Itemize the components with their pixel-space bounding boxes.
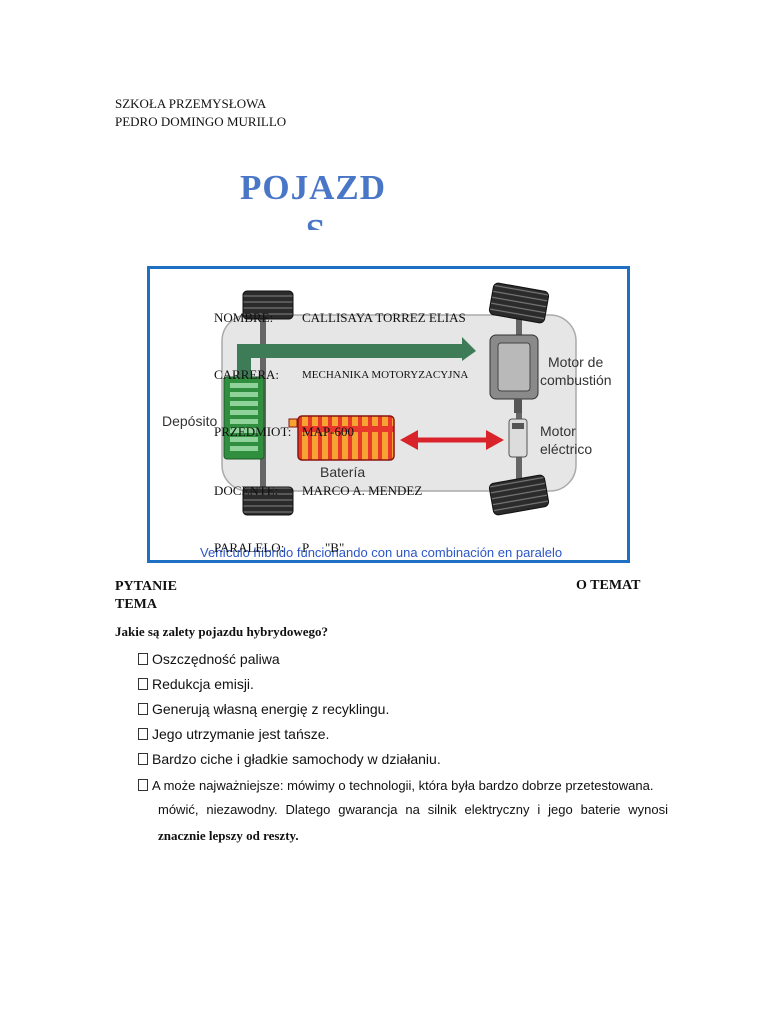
long-line-2: mówić, niezawodny. Dlatego gwarancja na … — [158, 802, 668, 817]
long-line-3: znacznie lepszy od reszty. — [158, 828, 299, 843]
wheel-front-bottom — [488, 474, 550, 516]
predmiot-value: MAP-600 — [302, 424, 355, 439]
heading-left: PYTANIE TEMA — [115, 578, 177, 614]
label-motor-electric-1: Motor — [540, 423, 576, 439]
list-item: Jego utrzymanie jest tańsze. — [138, 724, 670, 749]
page-title: POJAZD S — [240, 166, 390, 230]
advantage-text: Oszczędność paliwa — [152, 651, 280, 667]
wheel-rear-bottom — [242, 486, 294, 516]
question: Jakie są zalety pojazdu hybrydowego? — [115, 624, 329, 639]
label-bateria: Batería — [320, 464, 365, 480]
battery — [297, 415, 395, 461]
list-item: Redukcja emisji. — [138, 674, 670, 699]
paralelo-label: PARALELO: — [214, 540, 285, 555]
advantage-text: Jego utrzymanie jest tańsze. — [152, 726, 330, 742]
list-item: Bardzo ciche i gładkie samochody w dział… — [138, 749, 670, 774]
checkbox-icon — [138, 678, 148, 690]
carrera-value: MECHANIKA MOTORYZACYJNA — [302, 369, 469, 381]
predmiot-label: PRZEDMIOT: — [214, 424, 292, 439]
checkbox-icon — [138, 753, 148, 765]
diagram-svg: Depósito Motor de combustión Motor eléct… — [162, 282, 612, 560]
school-line-1: SZKOŁA PRZEMYSŁOWA — [115, 96, 267, 111]
label-motor-electric-2: eléctrico — [540, 441, 592, 457]
checkbox-icon — [138, 728, 148, 740]
nombre-value: CALLISAYA TORREZ ELIAS — [302, 310, 466, 325]
list-item: Oszczędność paliwa — [138, 649, 670, 674]
checkbox-icon — [138, 653, 148, 665]
carrera-label: CARRERA: — [214, 367, 280, 382]
checkbox-icon — [138, 779, 148, 791]
school-line-2: PEDRO DOMINGO MURILLO — [115, 114, 287, 129]
checkbox-icon — [138, 703, 148, 715]
label-motor-combustion-1: Motor de — [548, 354, 603, 370]
long-line-1: A może najważniejsze: mówimy o technolog… — [152, 778, 654, 793]
fuel-flow-arrow — [237, 344, 462, 377]
label-deposito: Depósito — [162, 413, 217, 429]
school-name: SZKOŁA PRZEMYSŁOWA PEDRO DOMINGO MURILLO — [115, 95, 286, 131]
heading-pytanie: PYTANIE — [115, 579, 177, 594]
nombre-label: NOMBRE: — [214, 310, 274, 325]
docente-label: DOCENTE: — [214, 483, 279, 498]
title-line-1: POJAZD — [240, 168, 386, 207]
advantage-text: Generują własną energię z recyklingu. — [152, 701, 390, 717]
wheel-rear-top — [242, 290, 294, 320]
heading-tema: TEMA — [115, 597, 157, 612]
advantage-text: Redukcja emisji. — [152, 676, 254, 692]
advantage-text: Bardzo ciche i gładkie samochody w dział… — [152, 751, 441, 767]
list-item: Generują własną energię z recyklingu. — [138, 699, 670, 724]
figure-caption: Vehículo híbrido funcionando con una com… — [200, 545, 562, 560]
paralelo-value: P "B" — [302, 540, 345, 555]
docente-value: MARCO A. MENDEZ — [302, 483, 423, 498]
heading-o-temat: O TEMAT — [576, 578, 641, 593]
hybrid-vehicle-diagram: Depósito Motor de combustión Motor eléct… — [147, 266, 630, 563]
title-line-2: S — [240, 210, 390, 230]
advantages-list: Oszczędność paliwa Redukcja emisji. Gene… — [138, 649, 670, 774]
label-motor-combustion-2: combustión — [540, 372, 612, 388]
wheel-front-top — [488, 282, 550, 324]
